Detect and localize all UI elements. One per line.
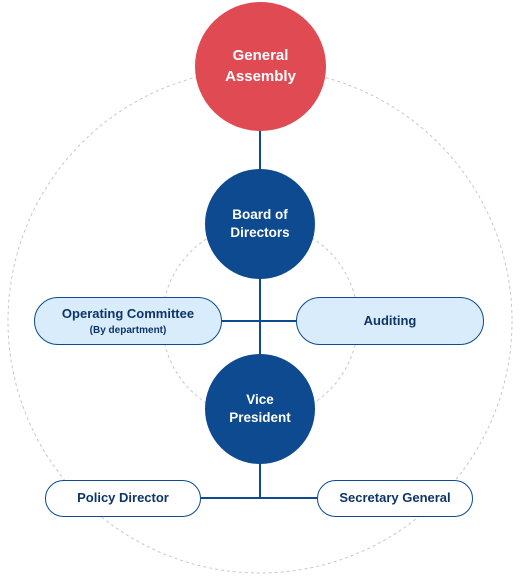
auditing-label: Auditing xyxy=(363,312,417,328)
general-assembly-node: General Assembly xyxy=(195,2,326,131)
vice-president-label-line2: President xyxy=(229,410,291,425)
board-of-directors-node: Board of Directors xyxy=(205,169,315,279)
general-assembly-label-line2: Assembly xyxy=(225,67,296,85)
policy-director-label: Policy Director xyxy=(77,490,169,506)
board-of-directors-label-line1: Board of xyxy=(232,206,288,222)
auditing-node: Auditing xyxy=(296,297,484,345)
secretary-general-label: Secretary General xyxy=(339,490,451,506)
board-of-directors-label-line2: Directors xyxy=(230,225,290,240)
outer-guide-circle xyxy=(7,68,513,574)
policy-director-node: Policy Director xyxy=(45,480,201,517)
operating-committee-label: Operating Committee xyxy=(61,306,195,322)
vice-president-node: Vice President xyxy=(205,354,315,464)
operating-committee-node: Operating Committee (By department) xyxy=(34,297,222,345)
vice-president-label-line1: Vice xyxy=(246,391,274,407)
secretary-general-node: Secretary General xyxy=(317,480,473,517)
operating-committee-sublabel: (By department) xyxy=(89,324,167,336)
general-assembly-label-line1: General xyxy=(232,47,289,65)
